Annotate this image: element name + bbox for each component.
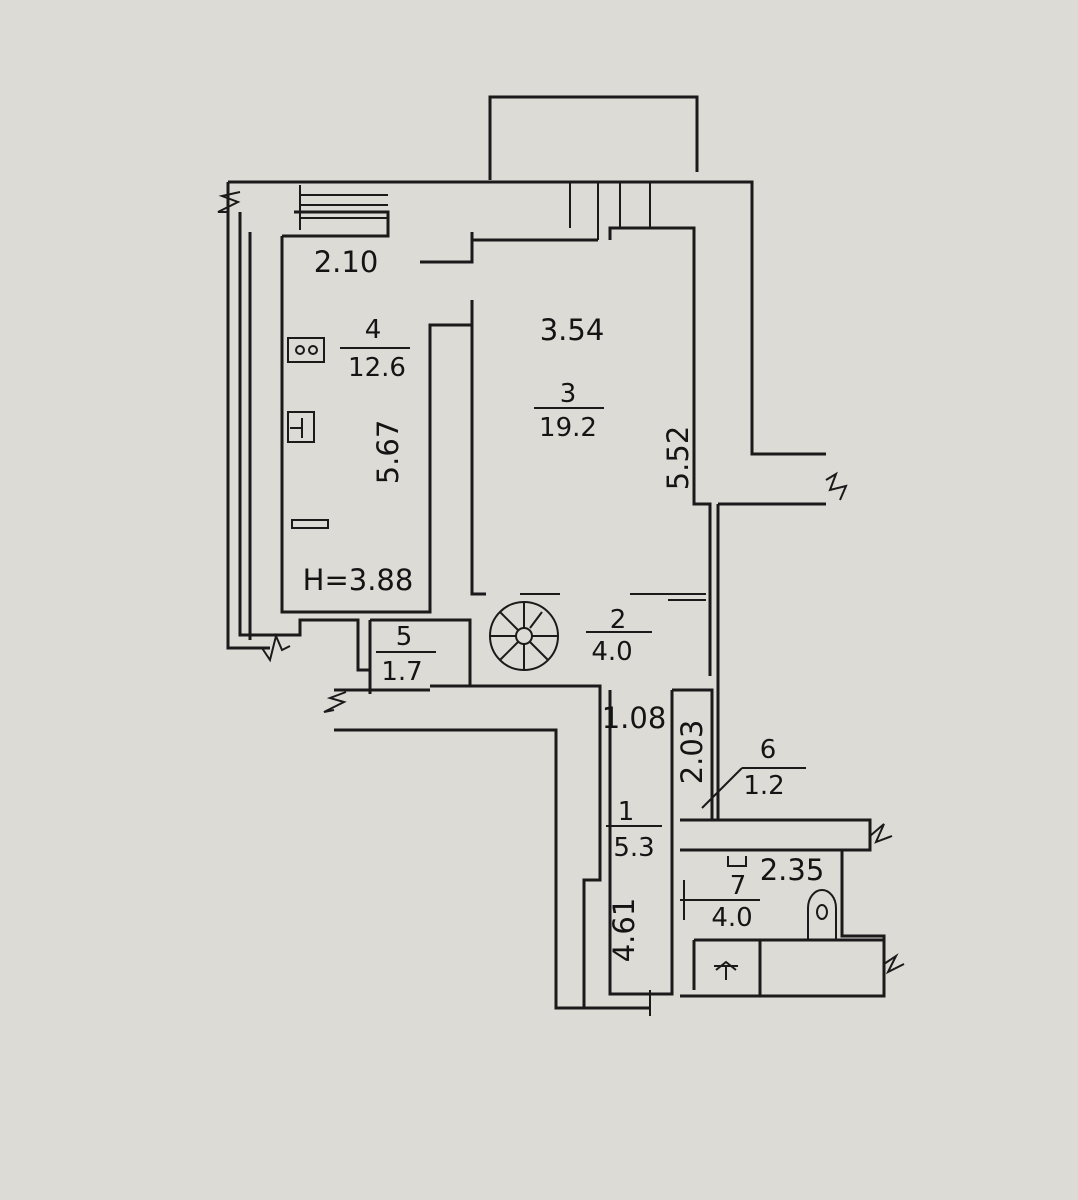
room-2-number: 2 (610, 605, 627, 635)
room-4-area: 12.6 (348, 353, 406, 383)
room-6-area: 1.2 (743, 771, 784, 801)
room-4-number: 4 (365, 315, 382, 345)
room-5-number: 5 (396, 622, 413, 652)
break-line-icon (323, 691, 347, 713)
kitchen-wall (282, 210, 390, 238)
main-room-wall (472, 226, 712, 676)
counter-icon (291, 519, 329, 529)
balcony-outline (488, 95, 699, 180)
labels: 4 12.6 3 19.2 2 4.0 5 1.7 6 1.2 1 5.3 7 … (303, 245, 825, 962)
break-line-icon (883, 953, 905, 975)
fixtures (287, 337, 837, 980)
dim-bath-width: 2.35 (760, 853, 825, 887)
balcony-door (569, 182, 651, 240)
closet-wall (358, 618, 472, 694)
room-6-number: 6 (760, 735, 777, 765)
room-5-area: 1.7 (381, 657, 422, 687)
dim-hall-length: 4.61 (607, 898, 641, 963)
break-line-icon (217, 191, 241, 213)
break-line-icon (869, 823, 893, 844)
dim-main-length: 5.52 (661, 426, 695, 491)
outer-wall-right (716, 502, 826, 820)
closet-6-diag (701, 767, 806, 809)
dim-corridor-width: 1.08 (602, 701, 667, 735)
break-line-icon (261, 632, 291, 663)
dim-main-width: 3.54 (540, 313, 605, 347)
break-line-icon (825, 471, 848, 501)
kitchen-right-upper (420, 232, 474, 264)
stairs-lines (299, 185, 388, 230)
room-3-number: 3 (560, 379, 577, 409)
dim-ceiling-height: H=3.88 (303, 563, 414, 597)
door-lines (649, 880, 760, 1016)
room-3-area: 19.2 (539, 413, 597, 443)
main-room-left (470, 300, 486, 596)
stove-icon (287, 337, 325, 363)
outer-wall-left (226, 182, 270, 650)
corridor-wall (334, 688, 584, 1010)
toilet-icon (807, 889, 837, 941)
room-1-number: 1 (618, 797, 635, 827)
kitchen-left (280, 236, 472, 614)
bath-wall (680, 818, 886, 998)
walls (226, 95, 886, 1016)
washbasin-icon (714, 960, 738, 980)
main-bottom (430, 684, 650, 1010)
dim-kitchen-width: 2.10 (314, 245, 379, 279)
room-1-area: 5.3 (613, 833, 654, 863)
room-2-area: 4.0 (591, 637, 632, 667)
dim-kitchen-length: 5.67 (371, 420, 405, 485)
bath-inner (680, 848, 884, 996)
zone-divider (520, 593, 706, 601)
room-7-number: 7 (730, 871, 747, 901)
break-lines (217, 191, 905, 975)
spiral-stair-icon (489, 601, 559, 671)
dim-closet-length: 2.03 (675, 720, 709, 785)
outer-wall-top (228, 180, 826, 456)
shower-icon (727, 856, 747, 867)
room-7-area: 4.0 (711, 903, 752, 933)
sink-icon (287, 411, 315, 443)
